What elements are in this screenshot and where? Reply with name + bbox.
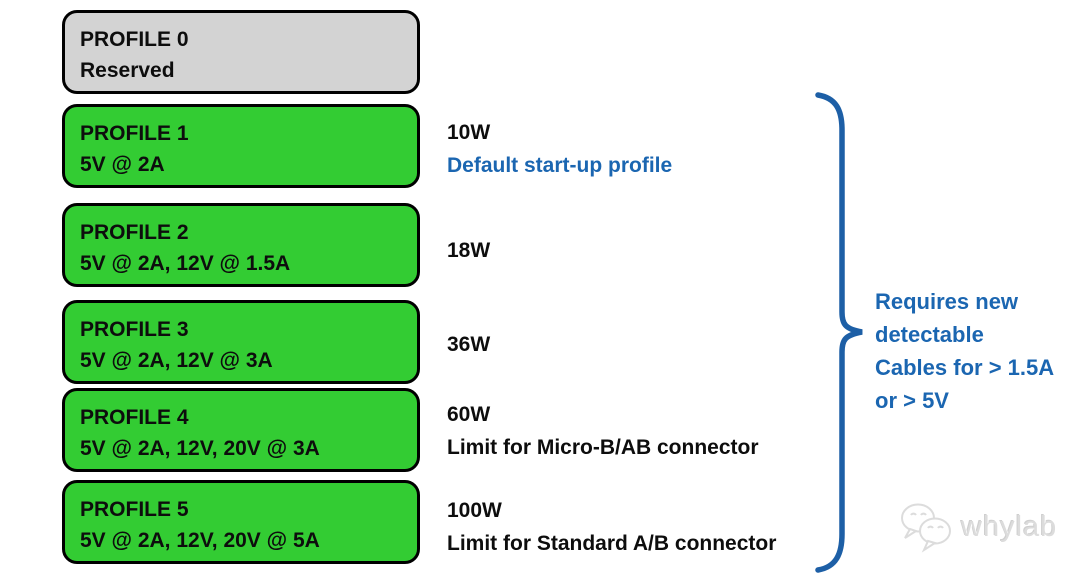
profile-4-title: PROFILE 4 [80, 406, 189, 429]
profile-3-title: PROFILE 3 [80, 318, 189, 341]
profile-1-note: Default start-up profile [447, 154, 673, 177]
profile-2-title: PROFILE 2 [80, 221, 189, 244]
profile-0-spec: Reserved [80, 59, 175, 82]
profile-3-power: 36W [447, 333, 491, 356]
profile-5-title: PROFILE 5 [80, 498, 189, 521]
profile-2-power-label: 18W [447, 234, 490, 267]
profile-5-note: Limit for Standard A/B connector [447, 532, 777, 555]
profile-2-box: PROFILE 2 5V @ 2A, 12V @ 1.5A [62, 203, 420, 287]
profile-2-spec: 5V @ 2A, 12V @ 1.5A [80, 252, 291, 275]
watermark-text: whylab [961, 510, 1058, 543]
profile-1-title: PROFILE 1 [80, 122, 189, 145]
brace-annotation-line: detectable [875, 322, 984, 347]
profile-1-power: 10W [447, 121, 491, 144]
brace-annotation: Requires new detectable Cables for > 1.5… [875, 285, 1054, 417]
profile-4-note: Limit for Micro-B/AB connector [447, 436, 759, 459]
profile-5-power-label: 100W Limit for Standard A/B connector [447, 494, 776, 560]
profile-4-box: PROFILE 4 5V @ 2A, 12V, 20V @ 3A [62, 388, 420, 472]
curly-brace [815, 92, 863, 573]
brace-annotation-line: Requires new [875, 289, 1019, 314]
profile-5-box: PROFILE 5 5V @ 2A, 12V, 20V @ 5A [62, 480, 420, 564]
brace-annotation-line: Cables for > 1.5A [875, 355, 1055, 380]
profile-4-power: 60W [447, 403, 491, 426]
profile-0-title: PROFILE 0 [80, 28, 189, 51]
wechat-bubbles-icon [901, 503, 951, 553]
profile-0-box: PROFILE 0 Reserved [62, 10, 420, 94]
profile-4-power-label: 60W Limit for Micro-B/AB connector [447, 398, 759, 464]
profile-1-power-label: 10W Default start-up profile [447, 116, 672, 182]
profile-5-power: 100W [447, 499, 502, 522]
profile-3-spec: 5V @ 2A, 12V @ 3A [80, 349, 273, 372]
profile-1-spec: 5V @ 2A [80, 153, 165, 176]
profile-1-box: PROFILE 1 5V @ 2A [62, 104, 420, 188]
brace-annotation-line: or > 5V [875, 388, 949, 413]
profile-5-spec: 5V @ 2A, 12V, 20V @ 5A [80, 529, 320, 552]
profile-2-power: 18W [447, 239, 491, 262]
profile-3-power-label: 36W [447, 328, 490, 361]
profile-3-box: PROFILE 3 5V @ 2A, 12V @ 3A [62, 300, 420, 384]
watermark: whylab [897, 500, 1057, 554]
profile-4-spec: 5V @ 2A, 12V, 20V @ 3A [80, 437, 320, 460]
